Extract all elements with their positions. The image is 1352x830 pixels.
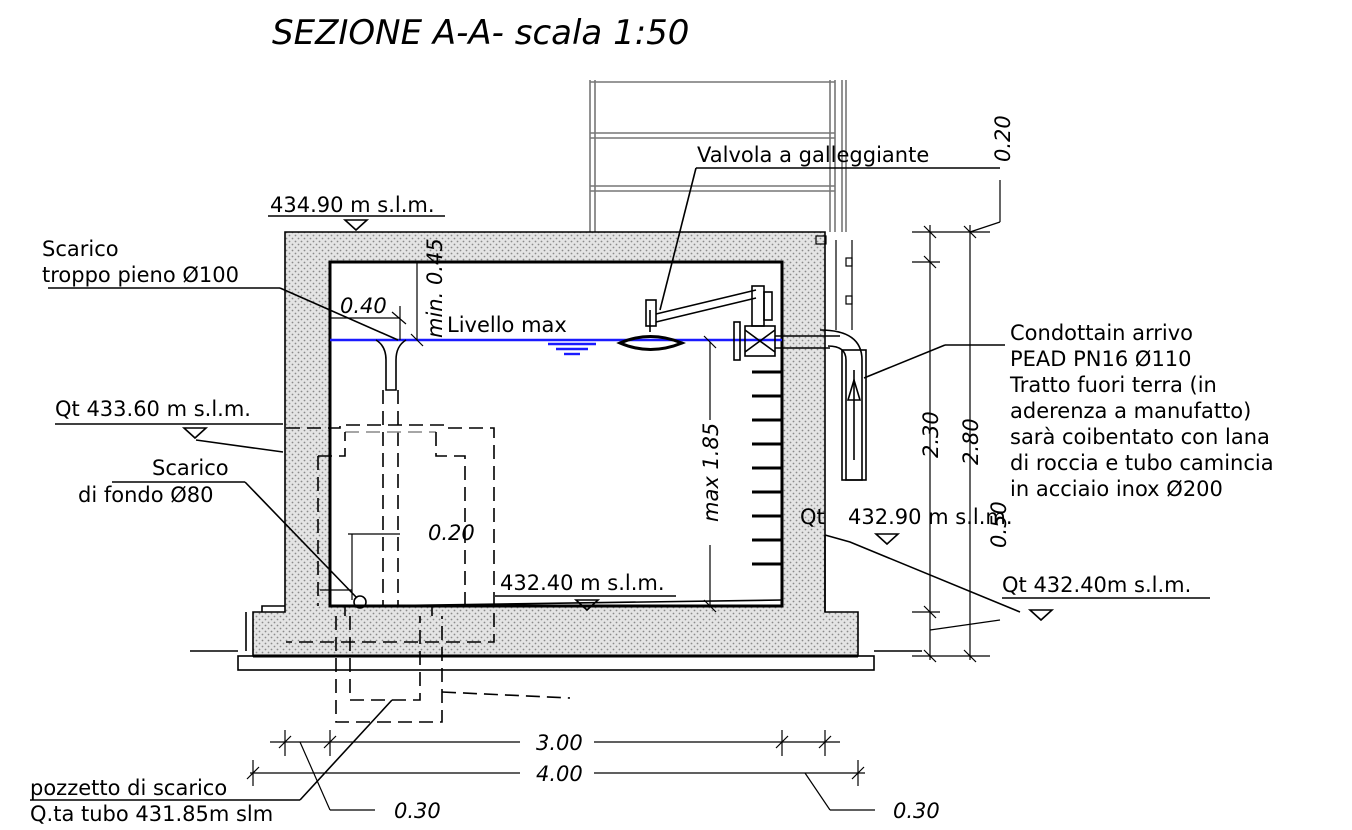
overflow-label-line1: Scarico xyxy=(42,237,119,261)
dim-overflow-offset xyxy=(330,306,407,340)
inlet-label-line6: di roccia e tubo camincia xyxy=(1010,451,1274,475)
drawing-title: SEZIONE A-A- scala 1:50 xyxy=(272,13,689,53)
sump-label-line2: Q.ta tubo 431.85m slm xyxy=(30,802,273,826)
max-level-label: Livello max xyxy=(447,313,567,337)
elevation-marker-ground-right-lower xyxy=(1027,609,1055,622)
water-level-symbol xyxy=(548,342,596,356)
overflow-label-line2: troppo pieno Ø100 xyxy=(42,263,239,287)
leader-lines xyxy=(30,167,1005,801)
elevation-marker-floor xyxy=(573,599,601,612)
elevation-ground-right-upper-prefix: Qt xyxy=(800,505,825,529)
dim-outer-width-label: 4.00 xyxy=(536,762,583,786)
elevation-marker-top xyxy=(342,219,370,232)
elevation-ground-left-label: Qt 433.60 m s.l.m. xyxy=(55,397,251,421)
foundation-slab xyxy=(237,655,875,671)
dim-height-inner-label: 2.30 xyxy=(919,411,943,458)
dim-inner-width-label: 3.00 xyxy=(536,731,583,755)
inlet-label-line2: PEAD PN16 Ø110 xyxy=(1010,347,1192,371)
dim-wall-right-label: 0.30 xyxy=(893,799,940,823)
sump-dashed-outline xyxy=(286,424,571,723)
bottom-drain-label-line1: Scarico xyxy=(152,456,229,480)
dim-bottom-horizontals xyxy=(246,730,875,811)
inlet-label-line1: Condottain arrivo xyxy=(1010,321,1193,345)
elevation-marker-ground-left xyxy=(181,427,209,440)
elevation-marker-ground-right-upper xyxy=(873,533,901,546)
inlet-pipe xyxy=(815,235,867,481)
tank-interior xyxy=(328,260,784,608)
elevation-ground-right-upper-label: 432.90 m s.l.m. xyxy=(848,505,1013,529)
dim-max-height-label: max 1.85 xyxy=(699,423,723,522)
inlet-label-line7: in acciaio inox Ø200 xyxy=(1010,477,1223,501)
dim-wall-left-label: 0.30 xyxy=(394,799,441,823)
overflow-pipe xyxy=(375,339,407,606)
dim-overflow-offset-label: 0.40 xyxy=(340,294,387,318)
sump-label-line1: pozzetto di scarico xyxy=(30,776,227,800)
ground-left xyxy=(190,439,285,652)
dim-height-total-label: 2.80 xyxy=(959,418,983,465)
bottom-drain-pipe xyxy=(353,595,367,609)
wall-rungs xyxy=(752,370,782,566)
inlet-label-line5: sarà coibentato con lana xyxy=(1010,425,1270,449)
dim-min-gap xyxy=(410,262,424,347)
dim-min-gap-label: min. 0.45 xyxy=(423,238,447,338)
ladder xyxy=(589,80,847,232)
ground-right xyxy=(824,534,1021,652)
float-valve xyxy=(616,285,840,361)
bottom-drain-label-line2: di fondo Ø80 xyxy=(78,483,214,507)
elevation-ground-right-lower-label: Qt 432.40m s.l.m. xyxy=(1002,573,1191,597)
elevation-top-label: 434.90 m s.l.m. xyxy=(270,193,435,217)
dim-max-height xyxy=(703,335,717,613)
dim-drain-offset-label: 0.20 xyxy=(428,521,475,545)
dim-drain-offset xyxy=(320,533,400,600)
elevation-floor-label: 432.40 m s.l.m. xyxy=(500,571,665,595)
dim-ground-step-label: 0.50 xyxy=(987,501,1011,548)
dim-top-offset-label: 0.20 xyxy=(991,115,1015,162)
inlet-label-line3: Tratto fuori terra (in xyxy=(1009,373,1217,397)
dim-right-verticals xyxy=(912,180,1001,663)
inlet-label-line4: aderenza a manufatto) xyxy=(1010,399,1251,423)
float-valve-label: Valvola a galleggiante xyxy=(697,143,929,167)
